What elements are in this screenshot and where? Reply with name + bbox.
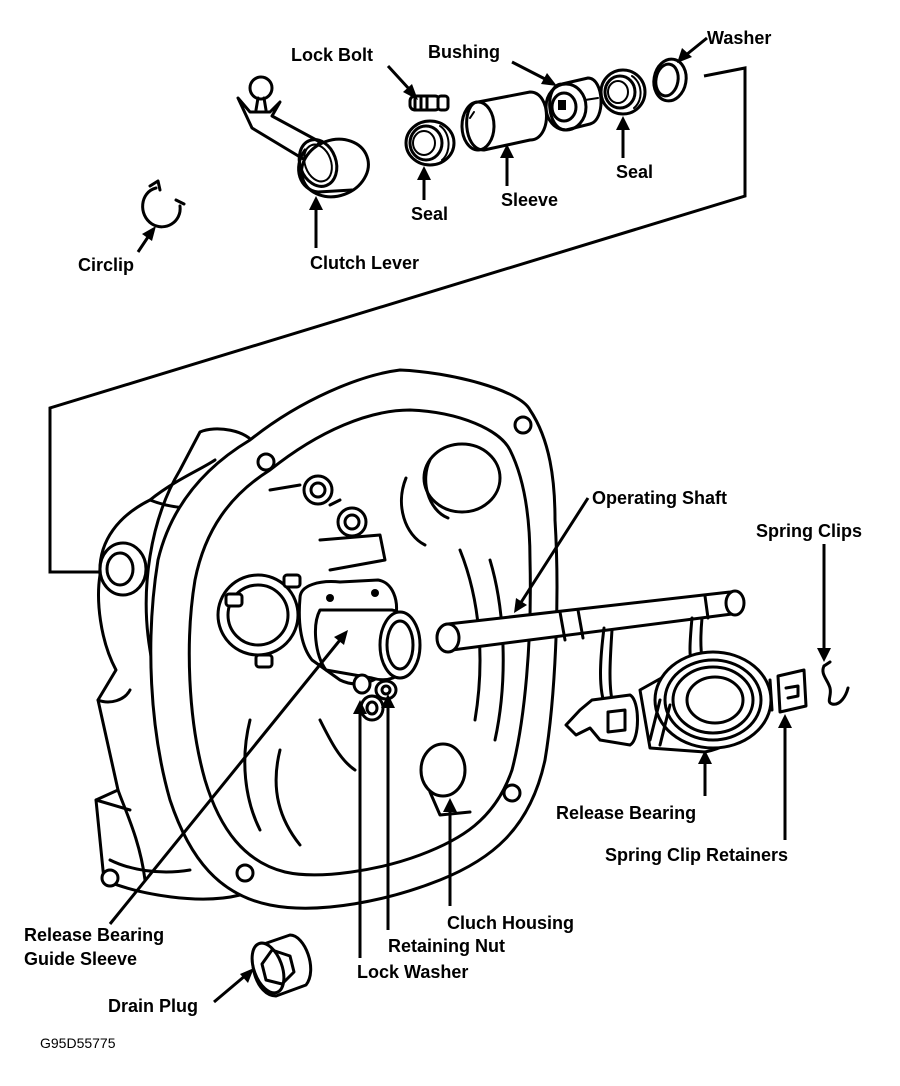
washer-part <box>652 57 688 103</box>
bushing-part <box>544 76 603 132</box>
label-circlip: Circlip <box>78 255 134 275</box>
label-lock-washer: Lock Washer <box>357 962 468 982</box>
spring-clip-part <box>821 660 850 706</box>
clutch-lever-part <box>236 75 370 199</box>
label-spring-clip-retainers: Spring Clip Retainers <box>605 845 788 865</box>
label-retaining-nut: Retaining Nut <box>388 936 505 956</box>
label-seal-right: Seal <box>616 162 653 182</box>
seal-left-part <box>404 119 456 167</box>
operating-shaft-part <box>435 589 746 654</box>
label-spring-clips: Spring Clips <box>756 521 862 541</box>
label-drain-plug: Drain Plug <box>108 996 198 1016</box>
release-bearing-part <box>564 616 773 754</box>
spring-clip-retainer-part <box>768 668 808 714</box>
label-release-bearing: Release Bearing <box>556 803 696 823</box>
sleeve-part <box>460 90 548 152</box>
part-labels: Lock Bolt Bushing Washer Seal Sleeve Sea… <box>24 28 862 1051</box>
label-operating-shaft: Operating Shaft <box>592 488 727 508</box>
label-clutch-lever: Clutch Lever <box>310 253 419 273</box>
leader-lines <box>108 36 831 1004</box>
label-release-bearing-guide-sleeve-line2: Guide Sleeve <box>24 949 137 969</box>
circlip-part <box>141 179 186 229</box>
drain-plug-part <box>250 933 313 998</box>
label-washer: Washer <box>707 28 771 48</box>
assembly-bracket-line <box>48 66 747 574</box>
label-release-bearing-guide-sleeve-line1: Release Bearing <box>24 925 164 945</box>
label-bushing: Bushing <box>428 42 500 62</box>
label-cluch-housing: Cluch Housing <box>447 913 574 933</box>
label-seal-left: Seal <box>411 204 448 224</box>
seal-right-part <box>599 68 647 116</box>
label-sleeve: Sleeve <box>501 190 558 210</box>
reference-code: G95D55775 <box>40 1035 116 1051</box>
label-lock-bolt: Lock Bolt <box>291 45 373 65</box>
clutch-housing-part <box>94 368 559 910</box>
